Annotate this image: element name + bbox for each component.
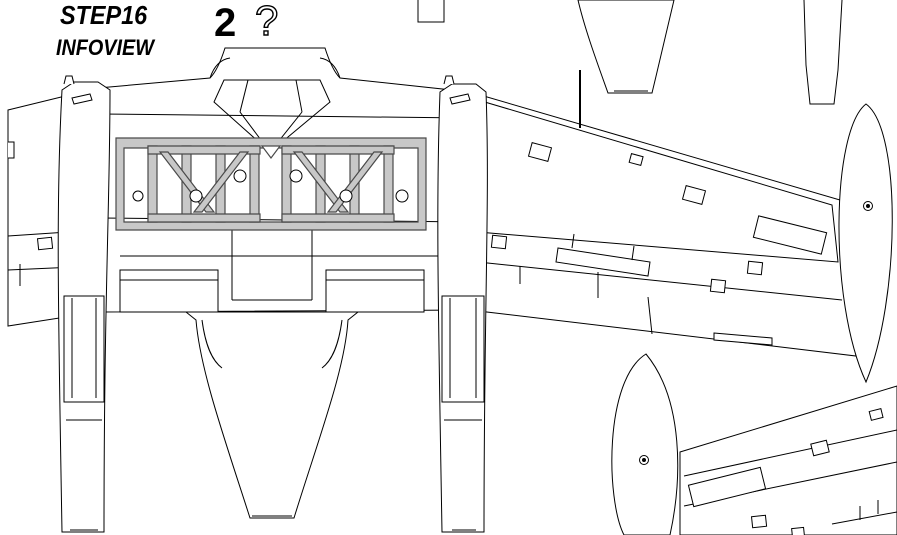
lower-fin-fragment bbox=[612, 354, 678, 535]
step-title: STEP16 bbox=[60, 0, 148, 30]
top-part-rudder bbox=[578, 0, 674, 93]
right-fin bbox=[839, 104, 892, 382]
center-nacelle bbox=[186, 312, 358, 518]
top-part-fin bbox=[804, 0, 842, 104]
sub-step-number: 2 bbox=[214, 1, 237, 45]
left-nacelle-block bbox=[120, 270, 218, 312]
lower-right-wing-fragment bbox=[680, 386, 897, 535]
top-part-left-tab bbox=[418, 0, 444, 22]
left-boom bbox=[58, 76, 110, 532]
gray-truss-frame bbox=[116, 138, 426, 230]
step-subtitle: INFOVIEW bbox=[56, 35, 154, 60]
right-nacelle-block bbox=[326, 270, 424, 312]
right-boom bbox=[438, 76, 488, 532]
mounting-holes bbox=[133, 170, 408, 202]
right-wing bbox=[470, 70, 856, 356]
question-mark-icon: ? bbox=[254, 0, 279, 44]
